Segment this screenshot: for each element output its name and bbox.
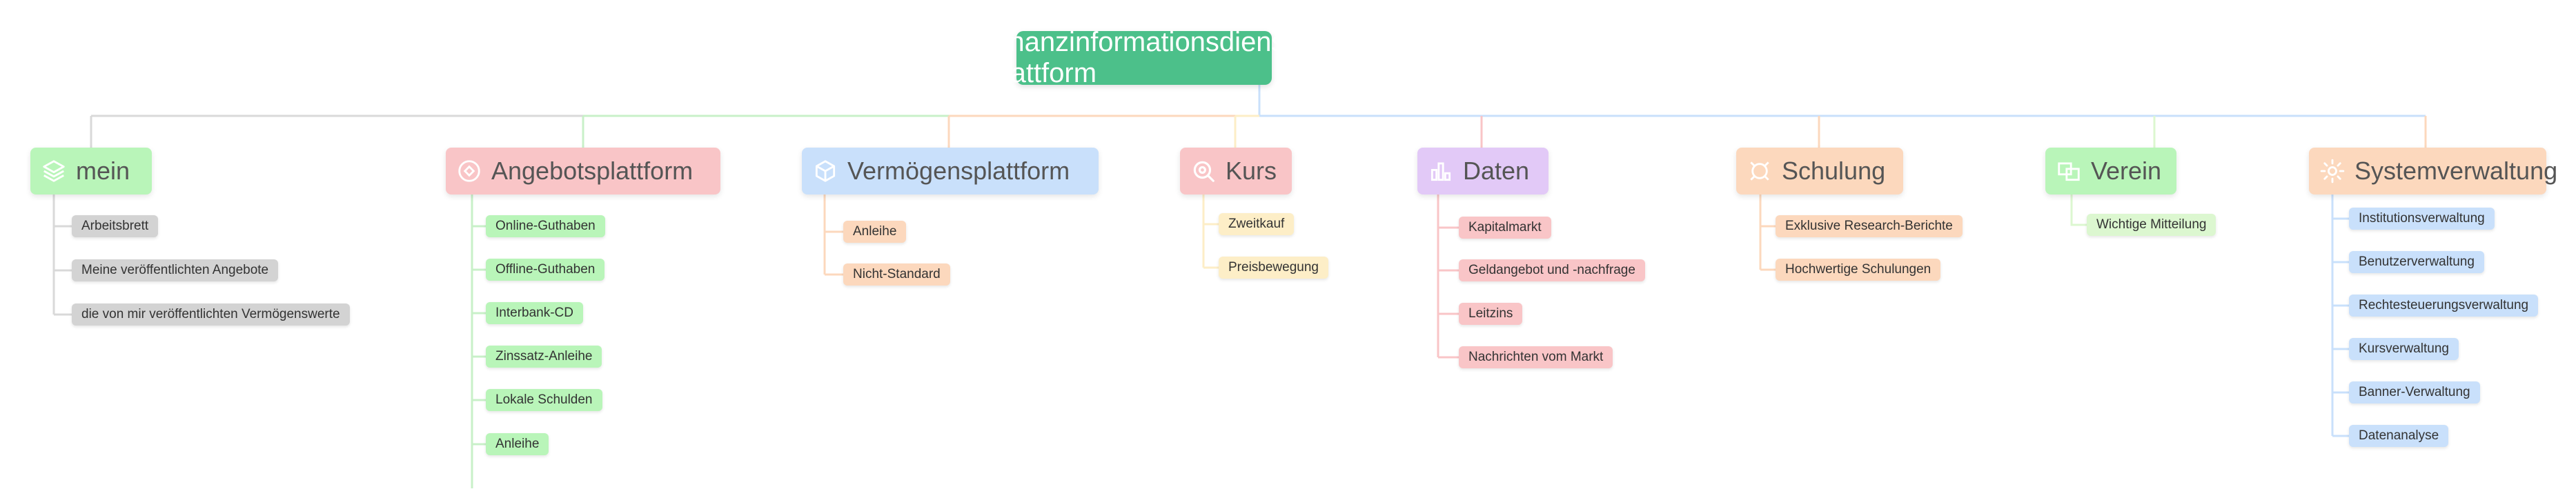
branch-kurs[interactable]: Kurs	[1180, 148, 1292, 195]
leaf-online-guthaben[interactable]: Online-Guthaben	[486, 215, 605, 237]
leaf-kursverwaltung[interactable]: Kursverwaltung	[2349, 338, 2459, 360]
branch-label: mein	[76, 157, 130, 185]
leaf-offline-guthaben[interactable]: Offline-Guthaben	[486, 259, 605, 281]
leaf-exklusive-research-berichte[interactable]: Exklusive Research-Berichte	[1776, 215, 1963, 237]
layers-icon	[40, 157, 68, 185]
leaf-rechtesteuerungsverwaltung[interactable]: Rechtesteuerungsverwaltung	[2349, 295, 2539, 317]
expand-icon	[1746, 157, 1773, 185]
leaf-geldangebot[interactable]: Geldangebot und -nachfrage	[1459, 259, 1645, 281]
branch-verein[interactable]: Verein	[2045, 148, 2176, 195]
branch-label: Angebotsplattform	[491, 157, 694, 185]
branch-label: Daten	[1463, 157, 1530, 185]
search-icon	[1190, 157, 1217, 185]
root-topic[interactable]: Finanzinformationsdienst-Plattform	[986, 27, 1302, 88]
leaf-arbeitsbrett[interactable]: Arbeitsbrett	[72, 215, 159, 237]
branch-label: Verein	[2091, 157, 2162, 185]
leaf-anleihe[interactable]: Anleihe	[486, 433, 549, 455]
branch-label: Kurs	[1226, 157, 1277, 185]
leaf-meine-angebote[interactable]: Meine veröffentlichten Angebote	[72, 259, 279, 281]
leaf-banner-verwaltung[interactable]: Banner-Verwaltung	[2349, 381, 2480, 404]
leaf-institutionsverwaltung[interactable]: Institutionsverwaltung	[2349, 208, 2495, 230]
branch-label: Schulung	[1782, 157, 1886, 185]
leaf-wichtige-mitteilung[interactable]: Wichtige Mitteilung	[2087, 214, 2216, 236]
branch-systemverwaltung[interactable]: Systemverwaltung	[2309, 148, 2557, 195]
leaf-benutzerverwaltung[interactable]: Benutzerverwaltung	[2349, 251, 2484, 273]
branch-schulung[interactable]: Schulung	[1736, 148, 1903, 195]
leaf-nicht-standard[interactable]: Nicht-Standard	[843, 263, 950, 286]
target-icon	[455, 157, 483, 185]
branch-mein[interactable]: mein	[30, 148, 152, 195]
leaf-datenanalyse[interactable]: Datenanalyse	[2349, 425, 2449, 447]
leaf-meine-vermoegenswerte[interactable]: die von mir veröffentlichten Vermögenswe…	[72, 303, 350, 326]
leaf-zweitkauf[interactable]: Zweitkauf	[1219, 213, 1295, 235]
leaf-interbank-cd[interactable]: Interbank-CD	[486, 302, 583, 324]
leaf-nachrichten-vom-markt[interactable]: Nachrichten vom Markt	[1459, 346, 1613, 368]
branch-vermoegensplattform[interactable]: Vermögensplattform	[802, 148, 1099, 195]
branch-daten[interactable]: Daten	[1417, 148, 1548, 195]
leaf-leitzins[interactable]: Leitzins	[1459, 303, 1523, 325]
branch-label: Systemverwaltung	[2354, 157, 2558, 185]
leaf-lokale-schulden[interactable]: Lokale Schulden	[486, 389, 602, 411]
leaf-kapitalmarkt[interactable]: Kapitalmarkt	[1459, 217, 1551, 239]
gear-icon	[2319, 157, 2346, 185]
cube-icon	[812, 157, 839, 185]
leaf-anleihe[interactable]: Anleihe	[843, 221, 907, 243]
leaf-preisbewegung[interactable]: Preisbewegung	[1219, 257, 1328, 279]
branch-angebotsplattform[interactable]: Angebotsplattform	[446, 148, 720, 195]
leaf-zinssatz-anleihe[interactable]: Zinssatz-Anleihe	[486, 346, 602, 368]
leaf-hochwertige-schulungen[interactable]: Hochwertige Schulungen	[1776, 259, 1941, 281]
branch-label: Vermögensplattform	[847, 157, 1070, 185]
bar-chart-icon	[1427, 157, 1455, 185]
copy-icon	[2055, 157, 2083, 185]
